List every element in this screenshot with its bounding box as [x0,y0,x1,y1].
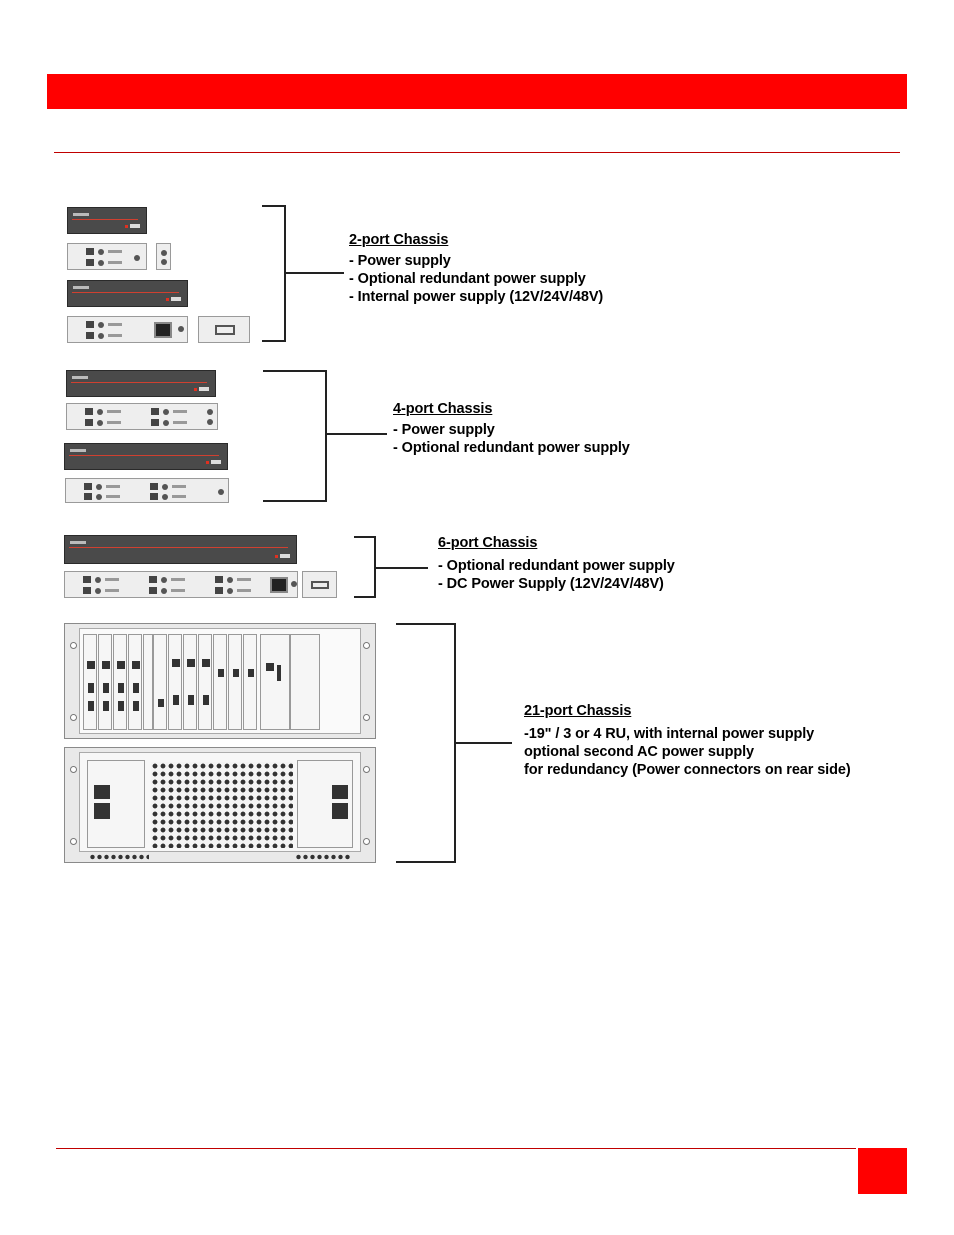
chassis-6port-front [64,535,297,564]
section-line: - Power supply [349,253,451,269]
bracket-2port [262,205,286,342]
bracket-6port-stem [376,567,428,569]
section-title: 2-port Chassis [349,232,449,248]
chassis-6port-rear [64,571,298,598]
section-line: - Optional redundant power supply [438,558,675,574]
chassis-2port-front [67,207,147,234]
section-line: for redundancy (Power connectors on rear… [524,762,851,778]
header-bar [47,74,907,109]
section-line: optional second AC power supply [524,744,754,760]
bottom-rule [56,1148,856,1149]
section-title: 21-port Chassis [524,703,632,719]
chassis-4port-front [66,370,216,397]
section-line: -19" / 3 or 4 RU, with internal power su… [524,726,815,742]
section-4port: 4-port Chassis - Power supply - Optional… [393,400,630,457]
section-line: - DC Power Supply (12V/24V/48V) [438,576,664,592]
dc-power-supply-module [302,571,337,598]
section-line: - Internal power supply (12V/24V/48V) [349,289,604,305]
page-number-box [858,1148,907,1194]
bracket-6port [354,536,376,598]
section-6port: 6-port Chassis - Optional redundant powe… [438,534,675,593]
bracket-4port [263,370,327,502]
bracket-21port-top [396,623,456,863]
bracket-4port-stem [327,433,387,435]
section-title: 6-port Chassis [438,535,538,551]
power-supply-module [156,243,171,270]
top-rule [54,152,900,153]
chassis-2port-wide-rear [67,316,188,343]
chassis-21port-rear [64,747,376,863]
bracket-2port-stem [286,272,344,274]
ventilation-grill [151,762,293,848]
section-line: - Optional redundant power supply [349,271,586,287]
section-line: - Power supply [393,422,495,438]
section-21port: 21-port Chassis -19" / 3 or 4 RU, with i… [524,702,851,779]
chassis-4port-wide-rear [65,478,229,503]
chassis-2port-wide-front [67,280,188,307]
chassis-4port-rear [66,403,218,430]
chassis-4port-wide-front [64,443,228,470]
section-2port: 2-port Chassis - Power supply - Optional… [349,231,603,306]
chassis-2port-rear [67,243,147,270]
section-title: 4-port Chassis [393,401,493,417]
chassis-21port-front [64,623,376,739]
section-line: - Optional redundant power supply [393,440,630,456]
bracket-21port-stem [456,742,512,744]
internal-power-supply-module [198,316,250,343]
